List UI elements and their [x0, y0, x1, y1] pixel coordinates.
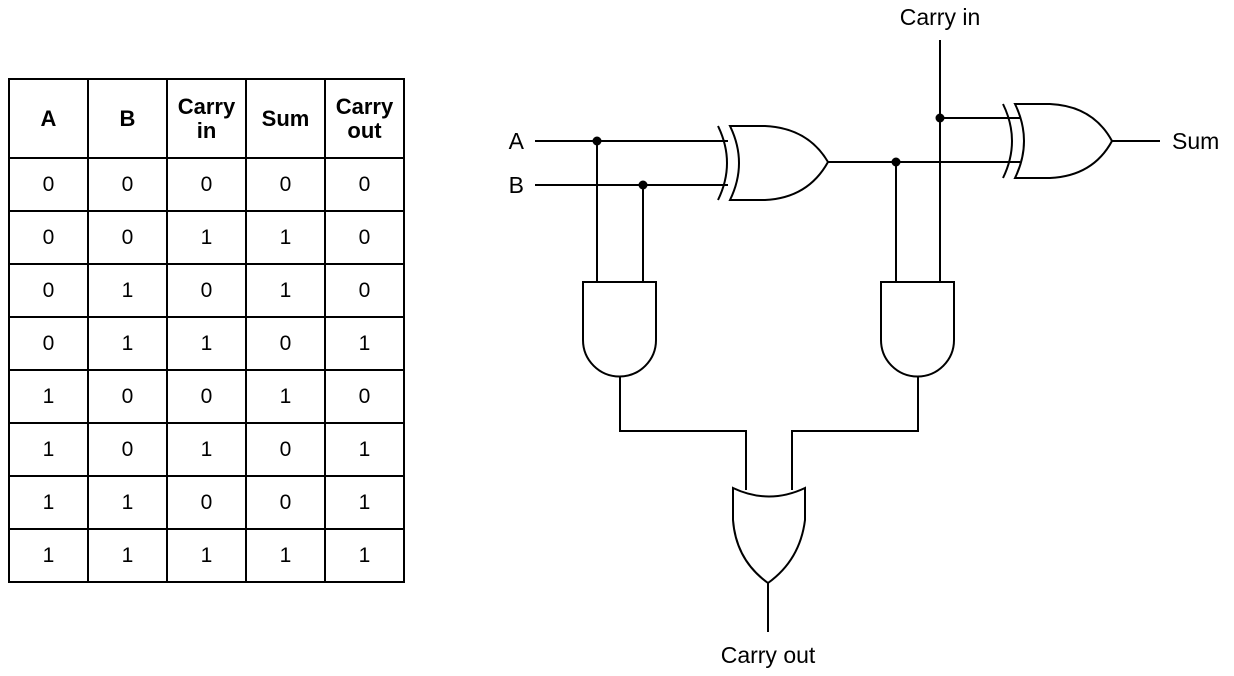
table-cell: 1	[166, 210, 247, 265]
table-cell: 0	[324, 210, 405, 265]
table-cell: 0	[245, 422, 326, 477]
table-cell: 1	[87, 263, 168, 318]
label-b: B	[509, 172, 524, 198]
wire-and1-to-or	[619, 376, 747, 490]
table-cell: 1	[166, 422, 247, 477]
junction-dots	[592, 113, 945, 190]
table-cell: 0	[8, 157, 89, 212]
header-text: Carry	[335, 93, 394, 119]
table-cell: 1	[324, 422, 405, 477]
xor-gate-1	[717, 125, 830, 201]
table-cell: 0	[87, 210, 168, 265]
wire-and2-to-or	[791, 376, 919, 490]
label-carry-in: Carry in	[900, 4, 981, 30]
header-text: in	[196, 117, 217, 143]
table-cell: 0	[324, 263, 405, 318]
header-text: B	[119, 105, 136, 131]
label-sum: Sum	[1172, 128, 1219, 154]
table-cell: 0	[166, 475, 247, 530]
table-cell: 0	[166, 157, 247, 212]
table-cell: 0	[87, 157, 168, 212]
table-cell: 1	[245, 210, 326, 265]
and-gate-1	[582, 281, 657, 378]
table-cell: 0	[324, 157, 405, 212]
table-cell: 0	[87, 369, 168, 424]
table-cell: 1	[324, 316, 405, 371]
table-cell: 0	[245, 475, 326, 530]
table-cell: 1	[8, 475, 89, 530]
table-cell: 0	[166, 369, 247, 424]
table-cell: 0	[245, 316, 326, 371]
table-cell: 1	[324, 528, 405, 583]
table-cell: 0	[166, 263, 247, 318]
table-cell: 1	[245, 369, 326, 424]
table-cell: 1	[8, 528, 89, 583]
table-cell: 1	[8, 422, 89, 477]
table-cell: 1	[166, 528, 247, 583]
table-cell: 0	[8, 263, 89, 318]
or-gate	[732, 486, 806, 585]
table-cell: 1	[245, 528, 326, 583]
table-cell: 1	[8, 369, 89, 424]
table-cell: 0	[8, 316, 89, 371]
and-gate-2	[880, 281, 955, 378]
table-cell: 1	[166, 316, 247, 371]
column-header: Sum	[245, 78, 326, 159]
table-cell: 1	[87, 528, 168, 583]
header-text: Sum	[261, 105, 310, 131]
table-cell: 0	[87, 422, 168, 477]
xor-gate-2	[1002, 103, 1114, 179]
label-carry-out: Carry out	[721, 642, 816, 668]
table-cell: 1	[87, 316, 168, 371]
table-cell: 1	[87, 475, 168, 530]
header-text: A	[40, 105, 57, 131]
label-a: A	[509, 128, 525, 154]
column-header: B	[87, 78, 168, 159]
header-text: Carry	[177, 93, 236, 119]
header-text: out	[347, 117, 382, 143]
table-cell: 0	[324, 369, 405, 424]
column-header: A	[8, 78, 89, 159]
wires	[535, 40, 1160, 632]
table-cell: 1	[324, 475, 405, 530]
table-cell: 1	[245, 263, 326, 318]
table-cell: 0	[245, 157, 326, 212]
table-cell: 0	[8, 210, 89, 265]
